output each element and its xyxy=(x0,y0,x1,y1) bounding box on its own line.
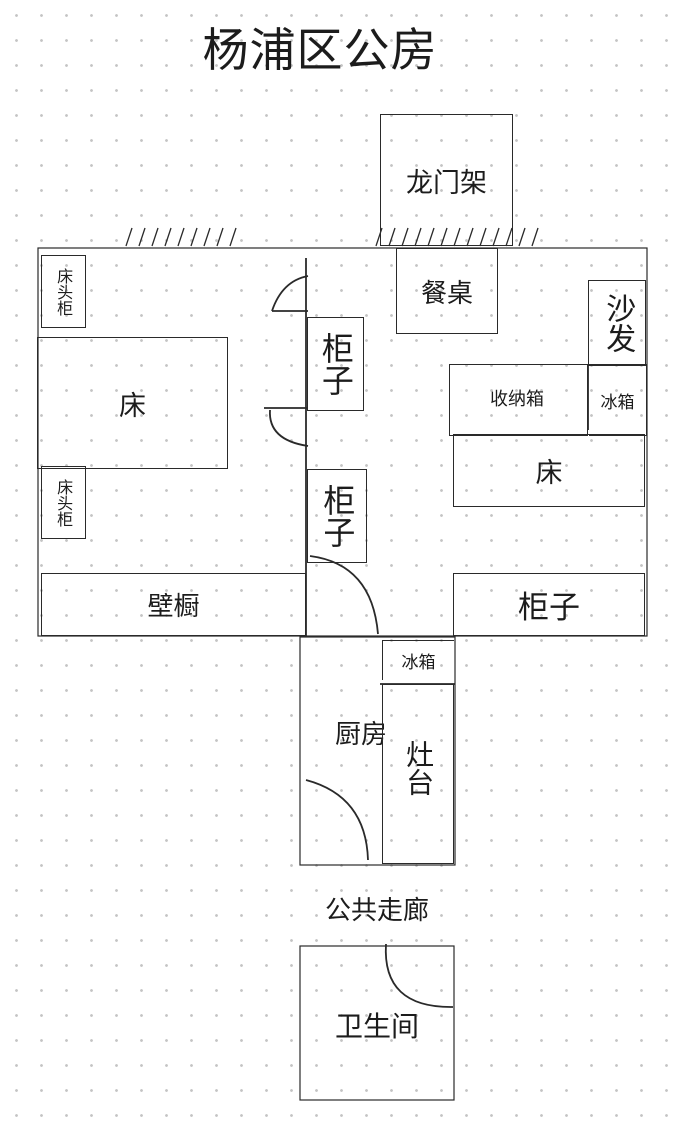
apartment-outer-wall xyxy=(37,247,648,637)
nightstand-bottom-label: 床头柜 xyxy=(54,478,74,527)
hatch-right xyxy=(375,227,539,247)
stove-box: 灶台 xyxy=(382,684,454,864)
gantry-box: 龙门架 xyxy=(380,114,513,246)
cabinet-right-box: 柜子 xyxy=(453,573,645,636)
fridge-right-box: 冰箱 xyxy=(589,364,647,436)
wardrobe-box: 壁橱 xyxy=(41,573,306,636)
bathroom-room xyxy=(299,945,455,1101)
nightstand-top-label: 床头柜 xyxy=(54,267,74,316)
door-bathroom xyxy=(384,943,454,1008)
storage-box-label: 收纳箱 xyxy=(490,389,544,410)
dining-table-label: 餐桌 xyxy=(420,278,473,309)
gantry-label: 龙门架 xyxy=(406,167,487,199)
door-bottom xyxy=(309,555,379,635)
cabinet-right-label: 柜子 xyxy=(518,590,580,626)
hatch-left xyxy=(125,227,237,247)
bed-right-label: 床 xyxy=(535,458,563,489)
bed-left-label: 床 xyxy=(119,390,146,422)
stove-label: 灶台 xyxy=(402,740,436,796)
cabinet-mid-top-box: 柜子 xyxy=(307,317,364,411)
cabinet-mid-bottom-box: 柜子 xyxy=(307,469,367,563)
kitchen-label-area: 厨房 xyxy=(322,710,400,754)
bathroom-label-area: 卫生间 xyxy=(300,1000,454,1050)
door-kitchen xyxy=(305,779,369,861)
kitchen-room xyxy=(299,636,456,866)
wardrobe-label: 壁橱 xyxy=(147,592,200,622)
dining-table-box: 餐桌 xyxy=(396,248,498,334)
corridor-label-area: 公共走廊 xyxy=(300,886,454,930)
fridge-kitchen-label: 冰箱 xyxy=(401,653,436,673)
fridge-right-label: 冰箱 xyxy=(600,392,635,413)
corridor-label: 公共走廊 xyxy=(324,895,429,926)
bed-left-box: 床 xyxy=(37,337,228,469)
fridge-kitchen-area: 冰箱 xyxy=(382,640,454,680)
nightstand-top-box: 床头柜 xyxy=(41,255,86,328)
storage-box: 收纳箱 xyxy=(449,364,588,436)
sofa-label: 沙发 xyxy=(600,293,636,353)
sofa-box: 沙发 xyxy=(588,280,646,366)
kitchen-label: 厨房 xyxy=(334,719,387,750)
bathroom-label: 卫生间 xyxy=(334,1010,419,1043)
cabinet-mid-top-label: 柜子 xyxy=(316,332,355,396)
bed-right-box: 床 xyxy=(453,434,645,507)
door-top xyxy=(271,275,309,312)
cabinet-mid-bottom-label: 柜子 xyxy=(318,484,357,548)
page-title: 杨浦区公房 xyxy=(202,23,438,77)
door-middle xyxy=(264,407,309,447)
nightstand-bottom-box: 床头柜 xyxy=(41,466,86,539)
